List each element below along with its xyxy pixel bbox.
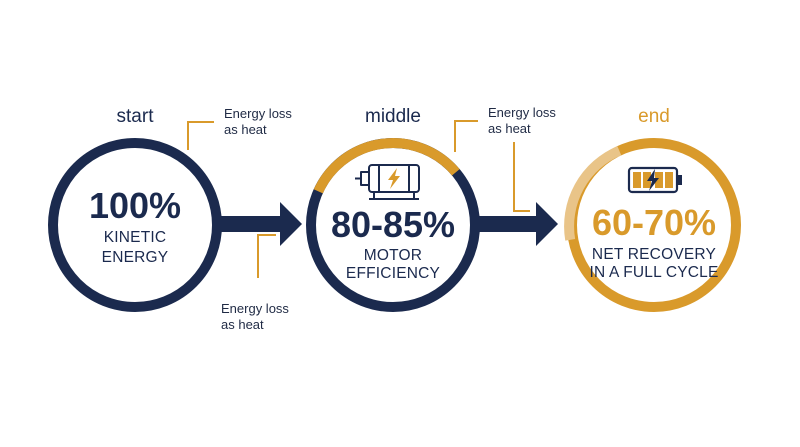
stage-middle-line2: EFFICIENCY: [346, 265, 440, 282]
flow-arrow-1: [216, 202, 302, 246]
energy-loss-note-top-left: Energy loss as heat: [187, 106, 292, 150]
note-top-left-line2: as heat: [224, 122, 267, 137]
battery-charging-icon: [627, 166, 682, 194]
note-top-right-line2: as heat: [488, 121, 531, 136]
note-bottom-left-line1: Energy loss: [221, 301, 289, 316]
stage-end-label: end: [638, 106, 670, 127]
note-connector-bottom-left: [257, 234, 276, 278]
stage-start: start 100% KINETIC ENERGY: [48, 106, 222, 312]
note-top-left-line1: Energy loss: [224, 106, 292, 121]
stage-start-line1: KINETIC: [104, 229, 167, 246]
stage-middle-loss-arc: [313, 138, 460, 194]
stage-middle: middle 80-85% MOTOR EFFICIENCY: [306, 106, 480, 312]
note-connector-top-right: [454, 120, 478, 152]
stage-start-label: start: [117, 106, 155, 127]
note-top-right-line1: Energy loss: [488, 105, 556, 120]
stage-end-line1: NET RECOVERY: [592, 246, 716, 263]
electric-motor-icon: [355, 164, 420, 200]
stage-middle-label: middle: [365, 106, 421, 127]
stage-middle-line1: MOTOR: [364, 247, 422, 264]
stage-start-value: 100%: [89, 185, 181, 226]
stage-end: end 60-70% NET RECOVERY IN A FULL CYCLE: [564, 106, 741, 312]
energy-loss-note-bottom-left: Energy loss as heat: [221, 234, 289, 332]
stage-end-line2: IN A FULL CYCLE: [589, 264, 718, 281]
note-connector-top-right-lower: [513, 142, 530, 212]
energy-loss-note-top-right: Energy loss as heat: [454, 105, 556, 212]
stage-middle-value: 80-85%: [331, 204, 455, 245]
stage-start-line2: ENERGY: [102, 249, 169, 266]
note-bottom-left-line2: as heat: [221, 317, 264, 332]
flow-arrow-2: [474, 202, 558, 246]
note-connector-top-left: [187, 121, 214, 150]
stage-end-value: 60-70%: [592, 202, 716, 243]
stage-end-loss-arc: [564, 146, 622, 241]
